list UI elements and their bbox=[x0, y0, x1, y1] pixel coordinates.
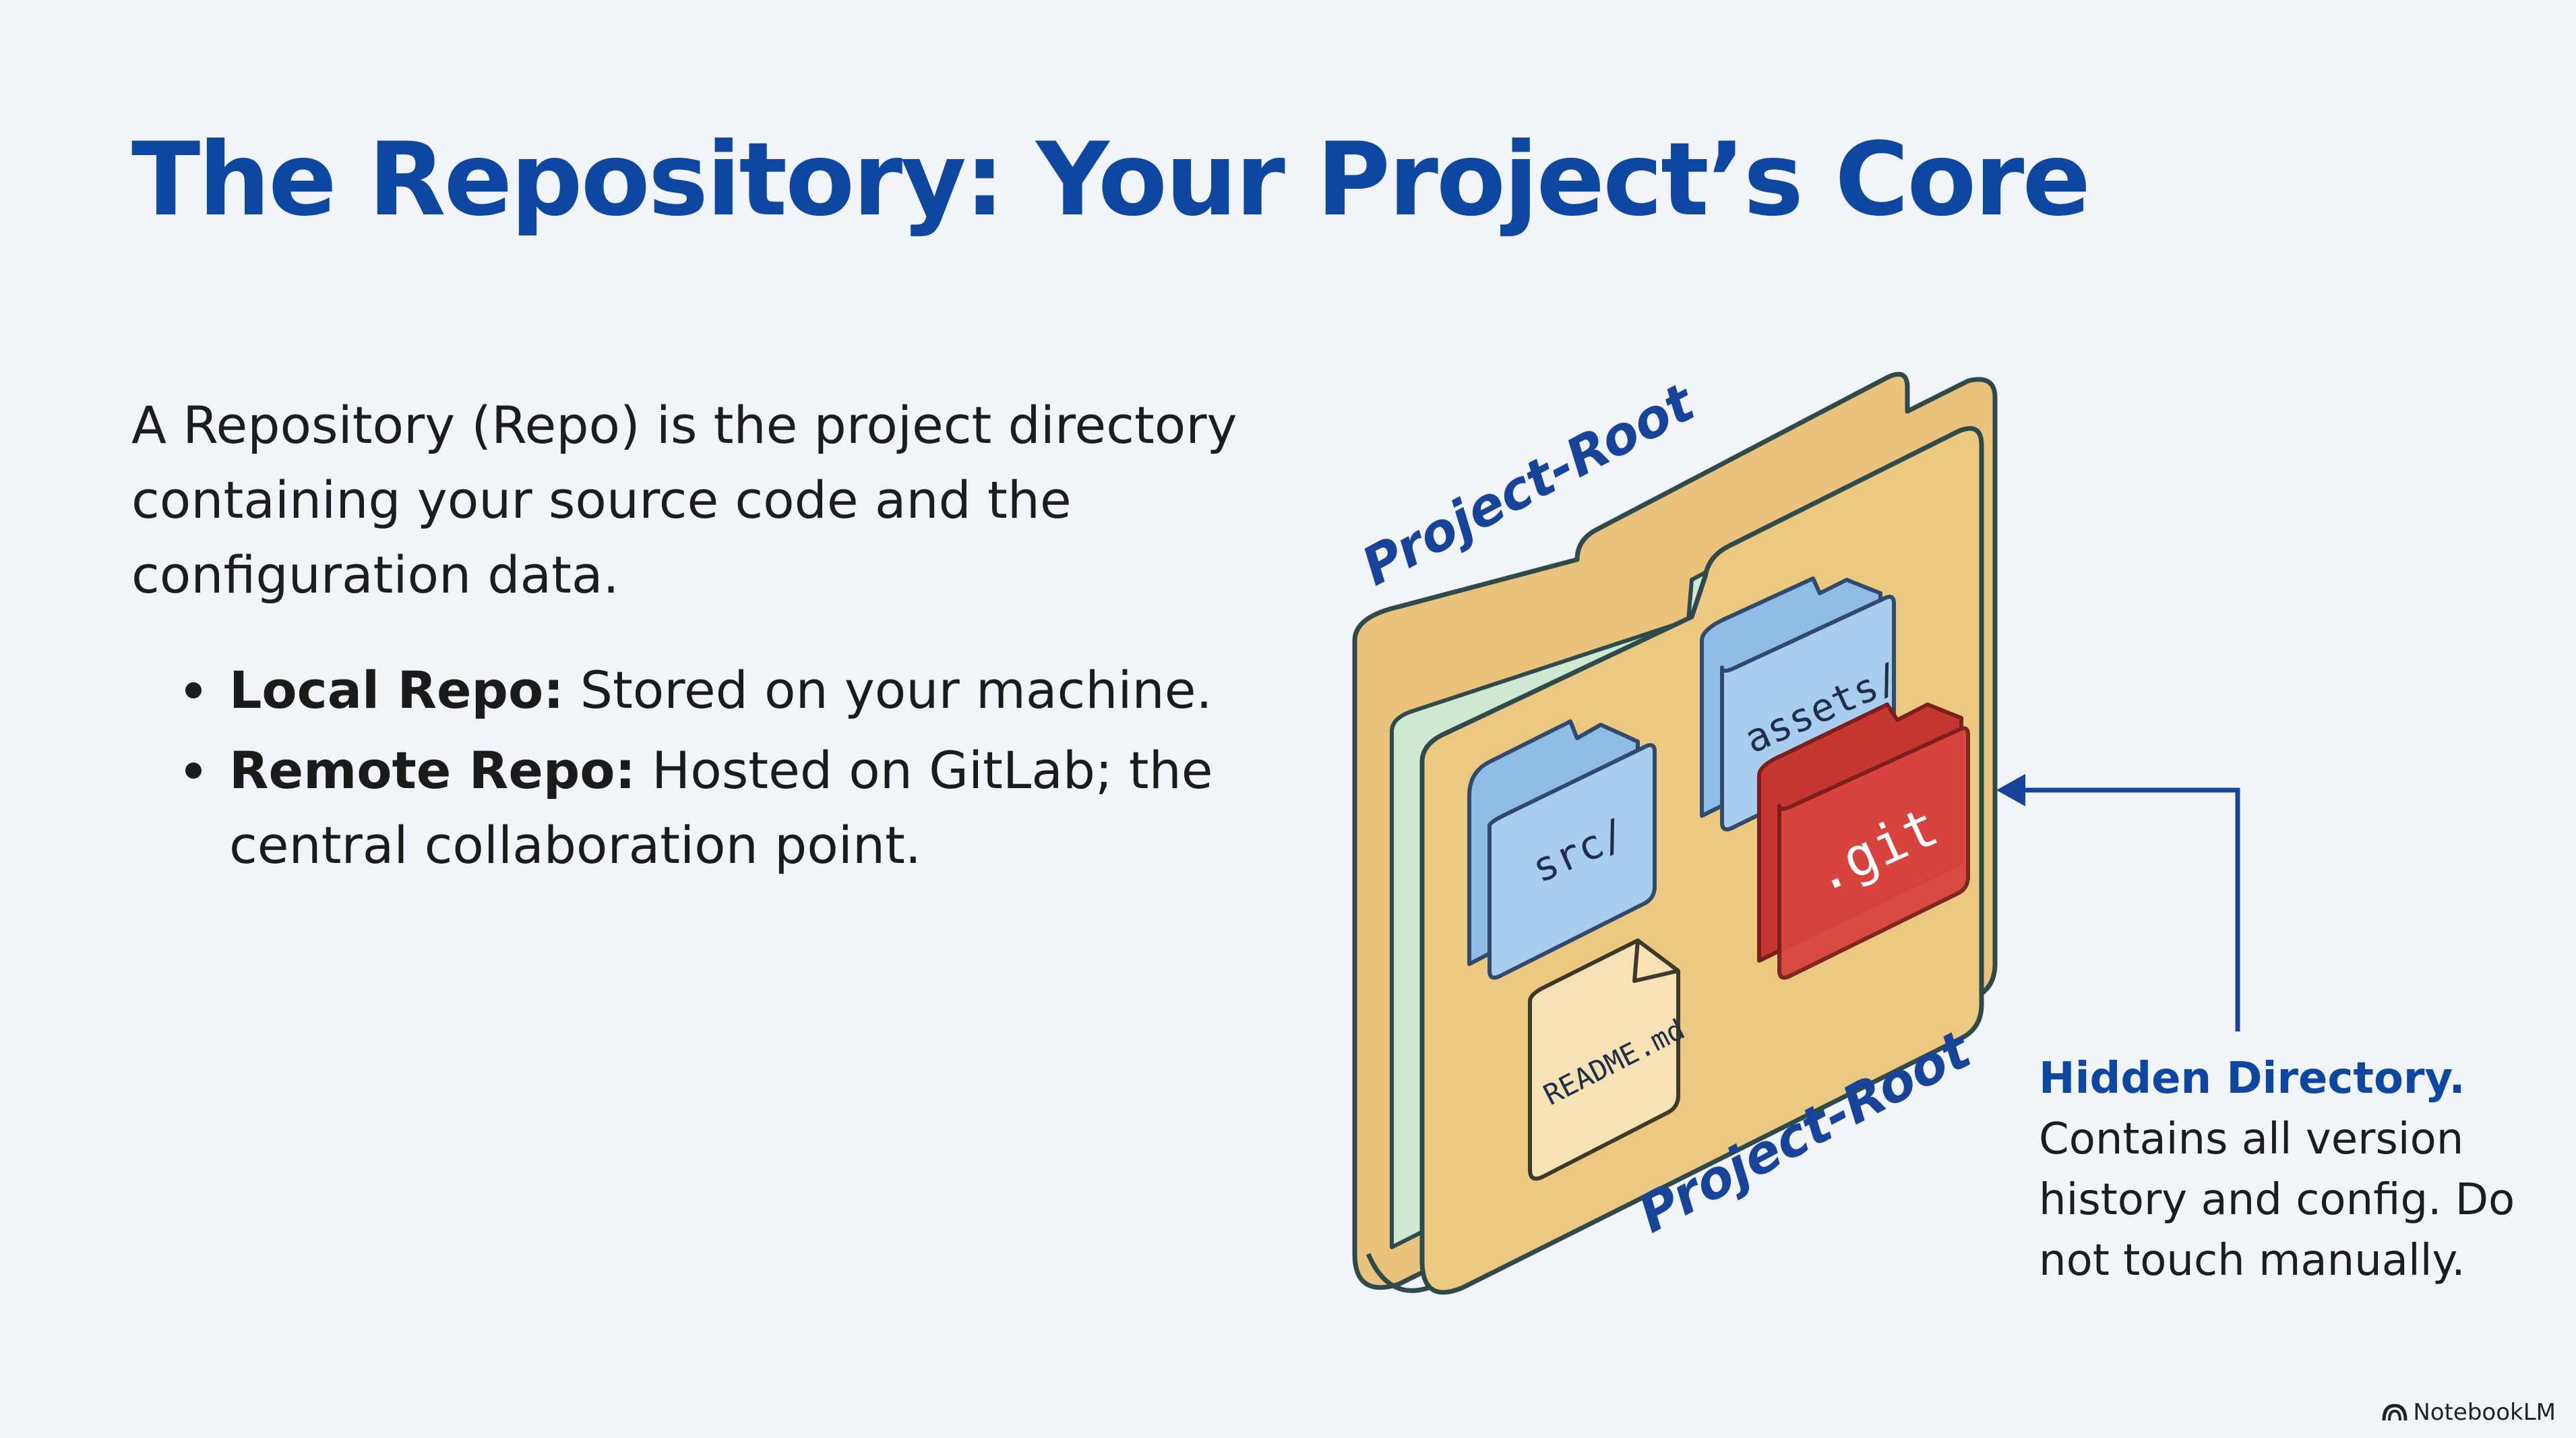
git-folder-icon bbox=[1757, 702, 1970, 980]
intro-line-2: containing your source code and the bbox=[131, 470, 1072, 530]
bullet-local-repo: Local Repo: Stored on your machine. bbox=[131, 653, 1277, 727]
intro-line-1: A Repository (Repo) is the project direc… bbox=[131, 395, 1237, 455]
bullet-term: Remote Repo: bbox=[229, 740, 636, 800]
callout-line-1: Contains all version bbox=[2039, 1114, 2464, 1164]
bullet-text-continued: central collaboration point. bbox=[229, 815, 921, 875]
hidden-directory-callout: Hidden Directory. Contains all version h… bbox=[2039, 1048, 2551, 1291]
bullet-text: Hosted on GitLab; the bbox=[635, 740, 1213, 800]
src-folder-icon bbox=[1467, 719, 1657, 980]
bullet-remote-repo: Remote Repo: Hosted on GitLab; the centra… bbox=[131, 733, 1277, 882]
intro-line-3: configuration data. bbox=[131, 545, 619, 605]
bullet-term: Local Repo: bbox=[229, 660, 564, 720]
callout-line-2: history and config. Do bbox=[2039, 1175, 2515, 1225]
intro-paragraph: A Repository (Repo) is the project direc… bbox=[131, 388, 1345, 612]
callout-line-3: not touch manually. bbox=[2039, 1236, 2465, 1286]
notebooklm-watermark: NotebookLM bbox=[2382, 1399, 2556, 1426]
watermark-text: NotebookLM bbox=[2413, 1399, 2556, 1426]
page-title: The Repository: Your Project’s Core bbox=[131, 121, 2091, 239]
notebooklm-logo-icon bbox=[2382, 1404, 2408, 1421]
callout-heading: Hidden Directory. bbox=[2039, 1054, 2465, 1104]
bullet-text: Stored on your machine. bbox=[563, 660, 1213, 720]
callout-arrow bbox=[1996, 774, 2240, 1031]
bullet-list: Local Repo: Stored on your machine. Remo… bbox=[131, 653, 1277, 888]
readme-file-icon bbox=[1528, 938, 1680, 1181]
